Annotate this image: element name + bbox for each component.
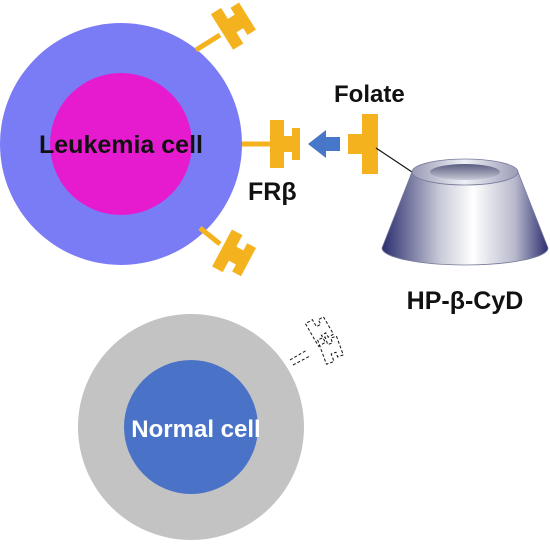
folate-ligand <box>348 114 413 174</box>
leukemia-cell-label: Leukemia cell <box>39 131 203 159</box>
normal-cell-nucleus <box>124 360 258 494</box>
folate-receptor-middle <box>242 120 300 168</box>
binding-arrow-icon <box>308 130 340 158</box>
absent-receptor-dashed-icon <box>289 316 344 366</box>
normal-cell-label: Normal cell <box>131 416 260 443</box>
leukemia-cell-nucleus <box>50 73 192 215</box>
cyclodextrin-cone <box>381 158 549 266</box>
cyclodextrin-label: HP-β-CyD <box>407 287 524 315</box>
folate-receptor-top <box>194 2 256 53</box>
folate-receptor-bottom <box>198 226 256 277</box>
folate-label: Folate <box>334 81 405 108</box>
normal-cell: Normal cell <box>78 314 304 540</box>
receptor-label: FRβ <box>248 178 297 206</box>
leukemia-cell: Leukemia cell <box>0 23 242 265</box>
